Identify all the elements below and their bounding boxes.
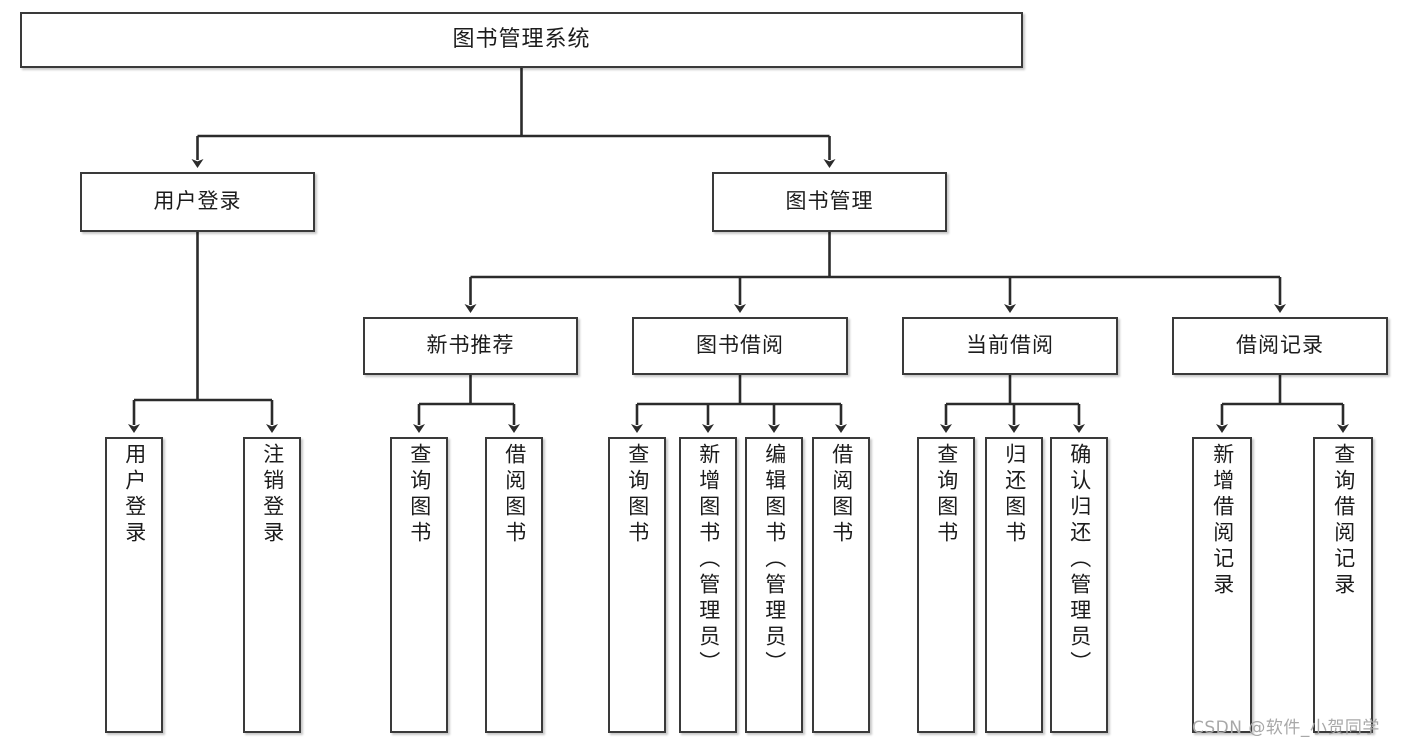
node-label: 新增借阅记录 [1210, 443, 1235, 599]
node-leaf-user-login[interactable]: 用户登录 [105, 437, 163, 733]
node-leaf-user-logout[interactable]: 注销登录 [243, 437, 301, 733]
node-label: 查询图书 [625, 443, 650, 547]
node-leaf-query-record[interactable]: 查询借阅记录 [1313, 437, 1373, 733]
node-label: 借阅图书 [829, 443, 854, 547]
node-label: 新书推荐 [426, 333, 515, 358]
node-leaf-query-book-3[interactable]: 查询图书 [917, 437, 975, 733]
node-current-borrow[interactable]: 当前借阅 [902, 317, 1118, 375]
node-leaf-confirm-return[interactable]: 确认归还（管理员） [1050, 437, 1108, 733]
node-leaf-add-book[interactable]: 新增图书（管理员） [679, 437, 737, 733]
node-leaf-query-book-2[interactable]: 查询图书 [608, 437, 666, 733]
node-label: 查询图书 [934, 443, 959, 547]
node-leaf-borrow-book-1[interactable]: 借阅图书 [485, 437, 543, 733]
node-label: 查询图书 [407, 443, 432, 547]
node-book-borrow[interactable]: 图书借阅 [632, 317, 848, 375]
node-leaf-query-book-1[interactable]: 查询图书 [390, 437, 448, 733]
node-label: 当前借阅 [966, 333, 1054, 358]
node-new-book-recommend[interactable]: 新书推荐 [363, 317, 578, 375]
node-leaf-borrow-book-2[interactable]: 借阅图书 [812, 437, 870, 733]
node-label: 注销登录 [260, 443, 285, 547]
node-label: 借阅图书 [502, 443, 527, 547]
node-label: 借阅记录 [1236, 333, 1324, 358]
node-root[interactable]: 图书管理系统 [20, 12, 1023, 68]
node-label: 用户登录 [122, 443, 147, 547]
node-label: 用户登录 [153, 189, 242, 214]
node-leaf-edit-book[interactable]: 编辑图书（管理员） [745, 437, 803, 733]
node-label: 图书管理系统 [452, 26, 591, 52]
node-borrow-record[interactable]: 借阅记录 [1172, 317, 1388, 375]
node-label: 编辑图书（管理员） [762, 443, 787, 677]
node-leaf-add-record[interactable]: 新增借阅记录 [1192, 437, 1252, 733]
node-label: 图书借阅 [696, 333, 784, 358]
node-label: 确认归还（管理员） [1067, 443, 1092, 677]
node-label: 查询借阅记录 [1331, 443, 1356, 599]
node-book-manage[interactable]: 图书管理 [712, 172, 947, 232]
node-label: 图书管理 [785, 189, 874, 214]
node-leaf-return-book[interactable]: 归还图书 [985, 437, 1043, 733]
node-label: 新增图书（管理员） [696, 443, 721, 677]
node-user-login[interactable]: 用户登录 [80, 172, 315, 232]
node-label: 归还图书 [1002, 443, 1027, 547]
